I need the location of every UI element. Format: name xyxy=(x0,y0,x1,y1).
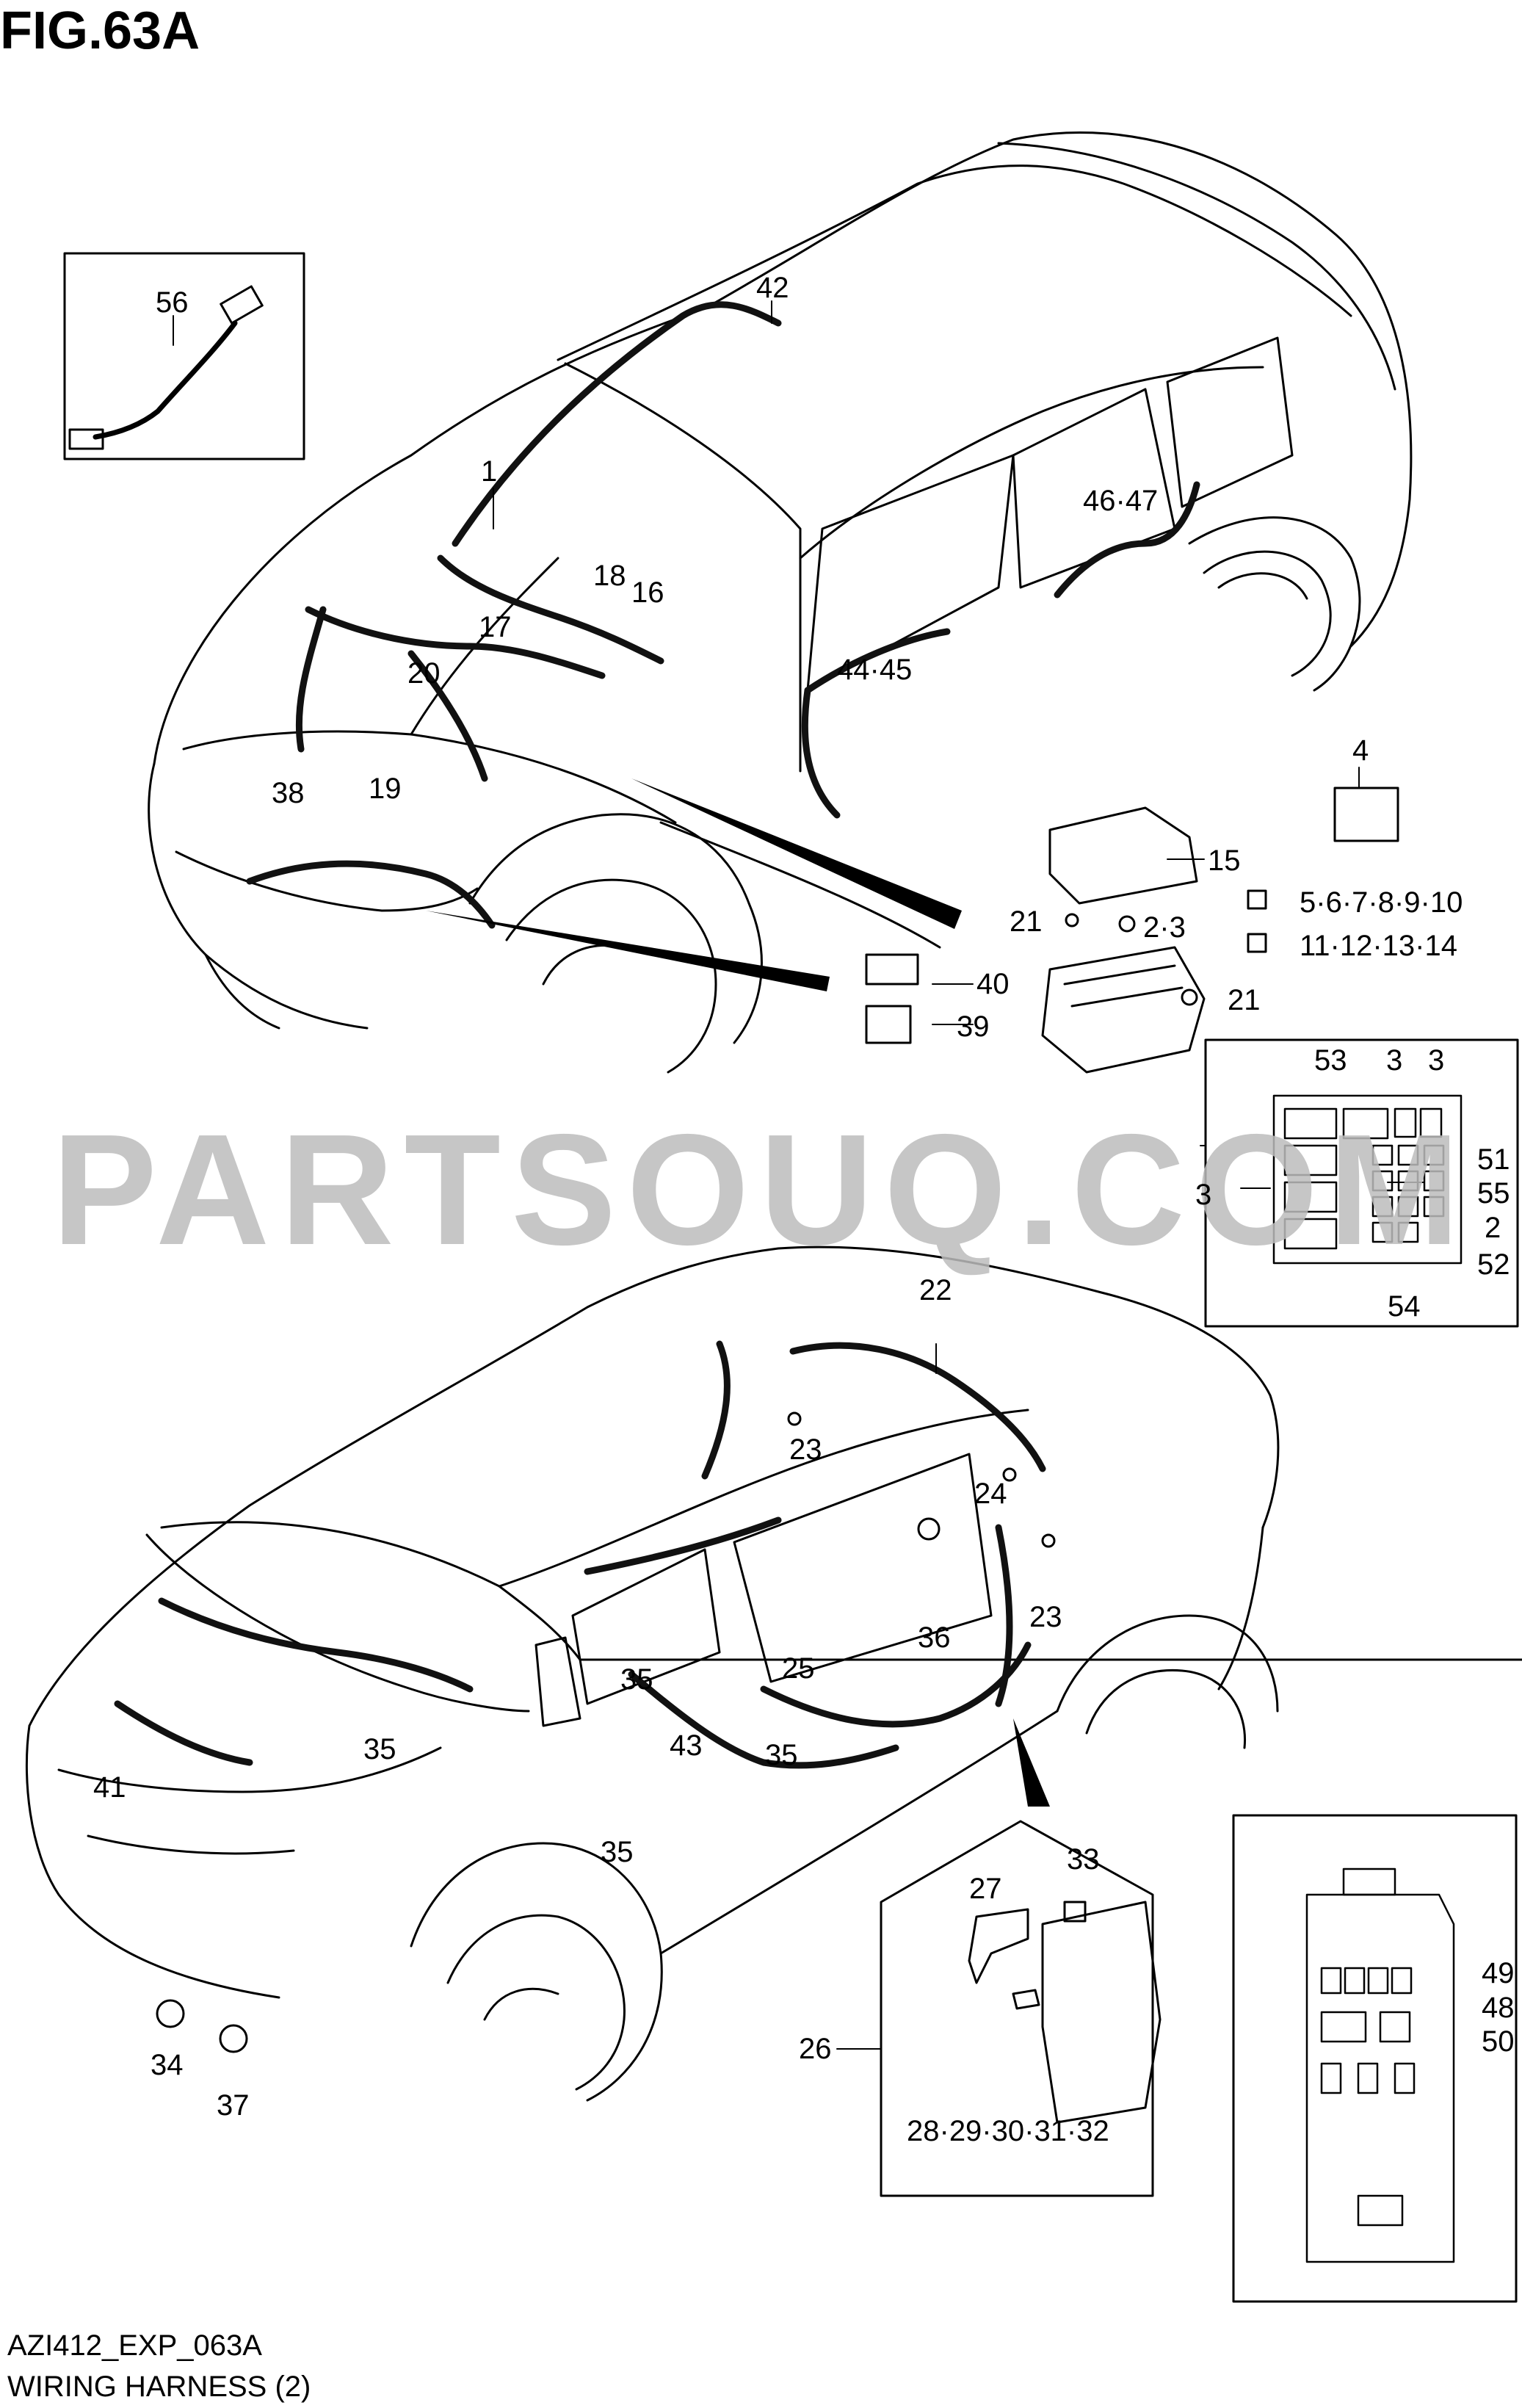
small-parts-rear xyxy=(156,1411,1056,2053)
callout-36[interactable]: 36 xyxy=(918,1621,951,1654)
callout-49[interactable]: 49 xyxy=(1482,1957,1515,1989)
callout-17[interactable]: 17 xyxy=(479,611,512,643)
callout-34[interactable]: 34 xyxy=(151,2049,184,2081)
callout-21-lower[interactable]: 21 xyxy=(1228,984,1261,1016)
callout-56[interactable]: 56 xyxy=(156,286,189,319)
callout-16[interactable]: 16 xyxy=(631,576,664,609)
callout-19[interactable]: 19 xyxy=(369,773,402,805)
callout-21-upper[interactable]: 21 xyxy=(1010,905,1043,938)
callout-35-b[interactable]: 35 xyxy=(363,1733,396,1765)
inset-frame-fuse-box-rear xyxy=(1232,1814,1518,2303)
inset-frame-56 xyxy=(63,252,305,460)
callout-2[interactable]: 2 xyxy=(1485,1212,1501,1244)
callout-5-10[interactable]: 5·6·7·8·9·10 xyxy=(1300,886,1463,919)
callout-50[interactable]: 50 xyxy=(1482,2025,1515,2058)
callout-24[interactable]: 24 xyxy=(974,1478,1007,1510)
small-parts-top xyxy=(865,806,1267,1074)
watermark: PARTSOUQ.COM xyxy=(51,1101,1471,1278)
callout-4[interactable]: 4 xyxy=(1352,734,1369,767)
callout-52[interactable]: 52 xyxy=(1477,1248,1510,1281)
callout-39[interactable]: 39 xyxy=(957,1010,990,1043)
callout-35-d[interactable]: 35 xyxy=(601,1836,634,1868)
callout-3-b[interactable]: 3 xyxy=(1428,1044,1445,1077)
leader-lines xyxy=(173,300,1425,2050)
callout-3-a[interactable]: 3 xyxy=(1386,1044,1403,1077)
callout-35-c[interactable]: 35 xyxy=(765,1739,798,1771)
callout-1[interactable]: 1 xyxy=(481,455,498,488)
callout-46-47[interactable]: 46·47 xyxy=(1083,485,1159,517)
callout-11-14[interactable]: 11·12·13·14 xyxy=(1300,930,1457,962)
callout-33[interactable]: 33 xyxy=(1067,1843,1100,1876)
callout-20[interactable]: 20 xyxy=(407,657,441,690)
callout-18[interactable]: 18 xyxy=(593,560,626,592)
fuse-box-rear-grid xyxy=(1305,1868,1455,2263)
callout-51[interactable]: 51 xyxy=(1477,1143,1510,1176)
callout-38[interactable]: 38 xyxy=(272,777,305,809)
callout-26[interactable]: 26 xyxy=(799,2033,832,2065)
part-box-4 xyxy=(1333,787,1399,842)
callout-42[interactable]: 42 xyxy=(756,272,789,304)
callout-54[interactable]: 54 xyxy=(1388,1290,1421,1323)
callout-28-32[interactable]: 28·29·30·31·32 xyxy=(907,2115,1109,2147)
inset-frame-fuse-box-front xyxy=(1204,1038,1519,1328)
callout-25[interactable]: 25 xyxy=(782,1652,815,1685)
leader-wedges xyxy=(426,778,1050,1807)
drawing-code: AZI412_EXP_063A xyxy=(7,2329,262,2362)
wiring-harness-strands xyxy=(114,301,1200,1769)
callout-44-45[interactable]: 44·45 xyxy=(837,654,913,686)
callout-27[interactable]: 27 xyxy=(969,1873,1002,1905)
callout-22[interactable]: 22 xyxy=(919,1274,952,1306)
drawing-caption: WIRING HARNESS (2) xyxy=(7,2371,311,2403)
callout-15[interactable]: 15 xyxy=(1208,845,1241,877)
callout-2-3[interactable]: 2·3 xyxy=(1143,911,1186,944)
car-rear-view xyxy=(25,1245,1522,2102)
callout-35-a[interactable]: 35 xyxy=(620,1663,653,1696)
callout-40[interactable]: 40 xyxy=(976,968,1010,1000)
callout-23-upper[interactable]: 23 xyxy=(789,1433,822,1466)
car-front-view xyxy=(148,131,1413,1074)
figure-title: FIG.63A xyxy=(0,1,200,60)
callout-3-c[interactable]: 3 xyxy=(1195,1179,1212,1211)
rear-junction-block xyxy=(968,1901,1162,2124)
callout-43[interactable]: 43 xyxy=(670,1729,703,1762)
inset-frame-26 xyxy=(880,1820,1154,2197)
fuse-box-front-grid xyxy=(1272,1094,1463,1265)
callout-23-lower[interactable]: 23 xyxy=(1029,1601,1062,1633)
callout-37[interactable]: 37 xyxy=(217,2089,250,2122)
callout-55[interactable]: 55 xyxy=(1477,1177,1510,1210)
part-56-sensor-harness xyxy=(68,285,264,450)
callout-41[interactable]: 41 xyxy=(93,1771,126,1804)
callout-48[interactable]: 48 xyxy=(1482,1992,1515,2024)
callout-53[interactable]: 53 xyxy=(1314,1044,1347,1077)
